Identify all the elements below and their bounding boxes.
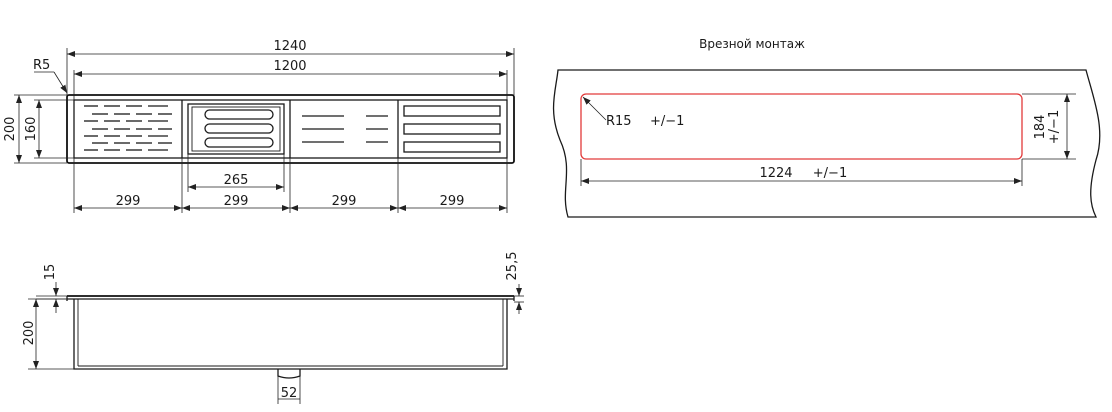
section-perforated	[84, 105, 172, 151]
cutout-title: Врезной монтаж	[699, 37, 805, 51]
section-slots	[302, 115, 388, 143]
dimension-overall-height: 200	[3, 94, 67, 164]
cutout-view: Врезной монтаж R15 +/−1 1224 +/−1 184 +/…	[552, 37, 1101, 218]
section-width-label: 299	[224, 194, 249, 209]
rim-label: 25,5	[505, 252, 520, 281]
dimension-insert-width: 265	[187, 154, 285, 192]
top-view: 1240 1200 R5 200 160	[3, 39, 515, 213]
section-width-label: 299	[440, 194, 465, 209]
dimension-inner-height: 160	[24, 99, 74, 159]
overall-height-label: 200	[3, 117, 18, 142]
cutout-height-label: 184	[1033, 115, 1048, 140]
countertop-outline	[552, 69, 1101, 218]
top-outer-frame	[66, 94, 515, 164]
side-view: 15 25,5 200 52	[22, 252, 524, 404]
insert-width-label: 265	[224, 173, 249, 188]
side-drain	[277, 369, 301, 379]
dimension-depth: 200	[22, 298, 74, 370]
dimension-sections: 299 299 299 299	[73, 158, 508, 213]
dimension-overall-width: 1240	[66, 39, 515, 95]
inner-width-label: 1200	[273, 59, 306, 74]
section-insert-basket	[187, 103, 285, 155]
flange-label: 15	[43, 264, 58, 281]
overall-width-label: 1240	[273, 39, 306, 54]
section-bars	[403, 105, 501, 153]
cutout-width-tolerance: +/−1	[813, 166, 847, 181]
drain-label: 52	[281, 386, 298, 401]
cutout-radius-label: R15	[606, 114, 632, 129]
dimension-drain: 52	[277, 376, 301, 404]
inner-height-label: 160	[24, 117, 39, 142]
section-width-label: 299	[116, 194, 141, 209]
dimension-inner-width: 1200	[73, 59, 508, 100]
corner-radius-label: R5	[33, 58, 50, 73]
cutout-radius-callout: R15 +/−1	[582, 96, 684, 129]
corner-radius-callout: R5	[33, 58, 68, 94]
cutout-width-label: 1224	[759, 166, 792, 181]
section-width-label: 299	[332, 194, 357, 209]
cutout-radius-tolerance: +/−1	[650, 114, 684, 129]
dimension-cutout-height: 184 +/−1	[1022, 93, 1076, 160]
dimension-rim: 25,5	[505, 252, 524, 314]
depth-label: 200	[22, 321, 37, 346]
dimension-flange: 15	[36, 264, 67, 313]
dimension-cutout-width: 1224 +/−1	[580, 159, 1023, 186]
side-body	[73, 299, 508, 370]
cutout-outline	[580, 93, 1023, 160]
cutout-height-tolerance: +/−1	[1047, 110, 1062, 144]
